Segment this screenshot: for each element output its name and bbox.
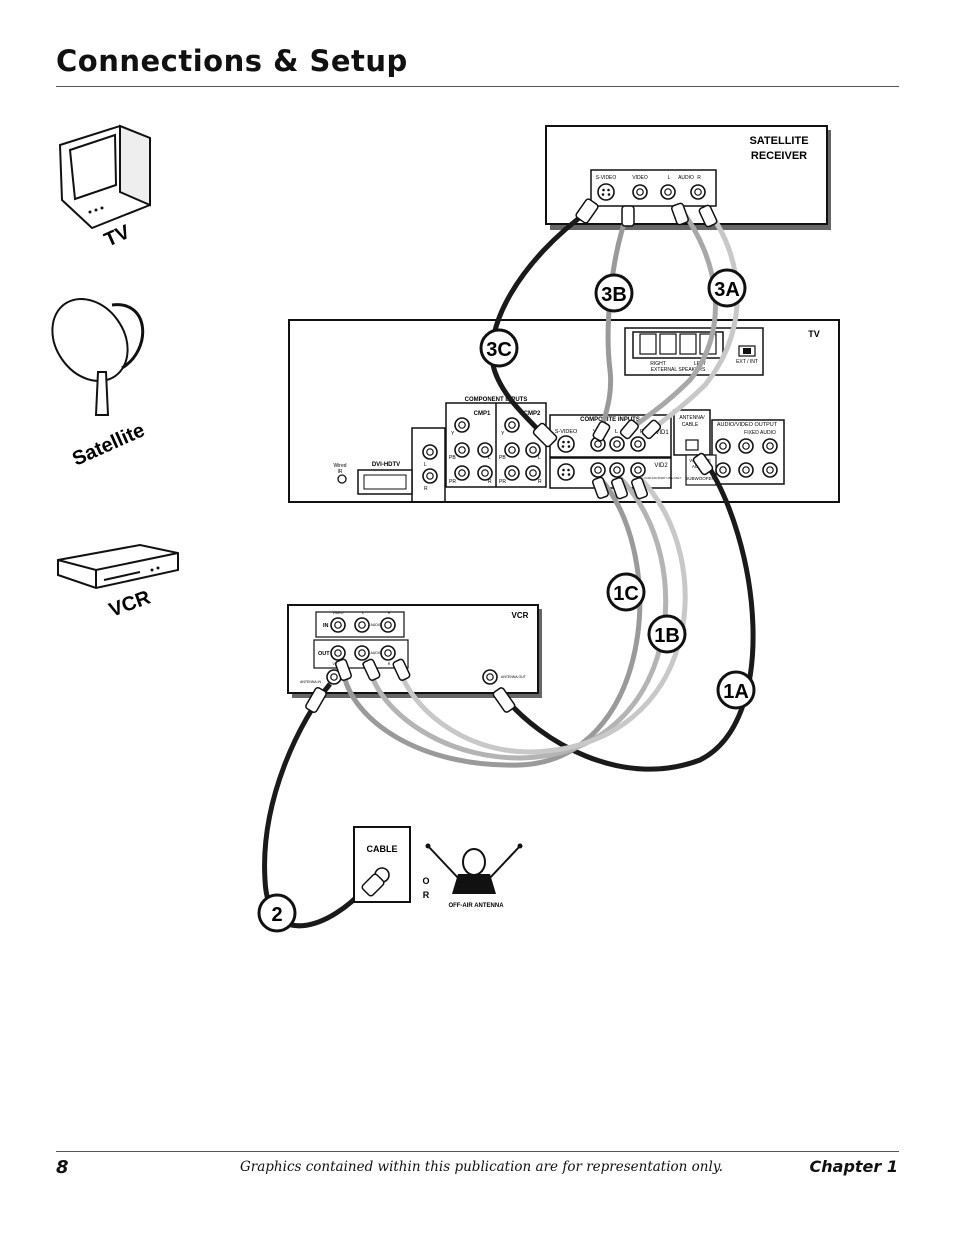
callout-3b-label: 3B xyxy=(601,284,627,306)
vcr-in-l-label: L xyxy=(362,611,364,615)
page-number: 8 xyxy=(56,1157,69,1178)
cable-3b-video xyxy=(598,211,631,433)
callout-2-badge xyxy=(257,893,297,933)
tv-dvi-l-label: L xyxy=(424,462,427,468)
tv-subwoofer-label: SUBWOOFER xyxy=(685,476,715,481)
satellite-dish-icon xyxy=(51,298,145,416)
sat-jack-svideo-label: S-VIDEO xyxy=(596,175,617,181)
vcr-out-audio-label: AUDIO xyxy=(370,651,381,655)
vcr-in-r-label: R xyxy=(388,611,391,615)
callout-1a-badge xyxy=(716,670,756,710)
satellite-receiver-name-2: RECEIVER xyxy=(751,150,807,162)
tv-back-panel xyxy=(288,319,840,503)
sat-jack-l-label: L xyxy=(668,175,671,181)
tv-antenna-cable-label-2: CABLE xyxy=(682,422,699,428)
callout-1c-badge xyxy=(606,572,646,612)
tv-cmp1-l-label: L xyxy=(488,455,491,461)
tv-icon xyxy=(58,124,151,230)
vcr-icon-label: VCR xyxy=(106,586,154,621)
sat-jack-video-label: VIDEO xyxy=(632,175,648,181)
cable-1c-video xyxy=(340,476,643,768)
tv-svideo-label: S-VIDEO xyxy=(555,429,578,435)
callout-3c-label: 3C xyxy=(486,339,512,361)
callout-1a-label: 1A xyxy=(723,681,749,703)
tv-cmp2-y-label: Y xyxy=(501,431,505,437)
tv-vid2-label: VID2 xyxy=(654,463,668,469)
tv-factory-use-label: FOR FACTORY USE ONLY xyxy=(645,476,682,480)
tv-cmp2-l-label: L xyxy=(538,455,541,461)
satellite-receiver-panel xyxy=(545,125,831,230)
cable-1a-rf xyxy=(503,456,756,772)
vcr-in-video-label: VIDEO xyxy=(333,611,344,615)
tv-icon-label: TV xyxy=(101,221,134,252)
tv-antenna-cable-label: ANTENNA/ xyxy=(679,415,705,421)
callout-1c-label: 1C xyxy=(613,583,639,605)
tv-cmp1-pr-label: PR xyxy=(449,479,456,485)
tv-external-speakers-label: EXTERNAL SPEAKERS xyxy=(651,367,706,373)
cable-1b-audio-right xyxy=(397,476,688,755)
tv-wired-ir-label: Wired xyxy=(333,463,346,469)
tv-cmp2-pb-label: PB xyxy=(499,455,506,461)
cable-label: CABLE xyxy=(367,844,398,854)
vcr-panel-name: VCR xyxy=(512,611,529,620)
tv-speaker-right-label: RIGHT xyxy=(650,361,666,367)
tv-ext-int-label: EXT / INT xyxy=(736,359,758,365)
title-rule xyxy=(56,86,899,87)
vcr-out-label: OUT xyxy=(318,651,330,657)
tv-av-output-label: AUDIO/VIDEO OUTPUT xyxy=(717,422,778,428)
callout-3a-label: 3A xyxy=(714,279,740,301)
cable-2-rf xyxy=(262,682,370,929)
tv-cmp1-r-label: R xyxy=(488,479,492,485)
tv-component-inputs-label: COMPONENT INPUTS xyxy=(465,397,528,403)
sat-jack-r-label: R xyxy=(697,175,701,181)
off-air-antenna-icon xyxy=(425,843,523,894)
tv-cmp1-label: CMP1 xyxy=(474,411,491,417)
tv-vid1-label: VID1 xyxy=(655,430,669,436)
page-title: Connections & Setup xyxy=(56,44,408,78)
callout-1b-label: 1B xyxy=(654,625,680,647)
tv-panel-name: TV xyxy=(808,329,820,339)
callout-3b-badge xyxy=(594,273,634,313)
tv-cmp2-pr-label: PR xyxy=(499,479,506,485)
cable-3a-audio-left xyxy=(626,206,718,434)
vcr-in-label: IN xyxy=(323,623,329,629)
vcr-in-audio-label: AUDIO xyxy=(370,623,381,627)
satellite-icon-label: Satellite xyxy=(69,419,148,470)
vcr-antenna-out-label: ANTENNA OUT xyxy=(501,675,527,679)
sat-jack-audio-label: AUDIO xyxy=(678,175,694,181)
tv-dvi-r-label: R xyxy=(424,486,428,492)
footer-rule xyxy=(56,1151,899,1152)
cable-connectors xyxy=(305,198,718,714)
vcr-back-panel xyxy=(287,604,542,698)
tv-wired-ir-label-2: IR xyxy=(338,469,343,475)
cable-3a-audio-right xyxy=(648,208,740,434)
vcr-antenna-in-label: ANTENNA IN xyxy=(300,680,321,684)
vcr-icon xyxy=(57,543,179,590)
callout-3c-badge xyxy=(479,328,519,368)
chapter-label: Chapter 1 xyxy=(809,1157,898,1176)
tv-composite-inputs-label: COMPOSITE INPUTS xyxy=(580,417,640,423)
tv-dvi-hdtv-label: DVI-HDTV xyxy=(372,462,400,468)
footer-note: Graphics contained within this publicati… xyxy=(240,1159,723,1175)
tv-cmp1-pb-label: PB xyxy=(449,455,456,461)
tv-cmp2-r-label: R xyxy=(538,479,542,485)
or-label: O xyxy=(422,876,429,886)
tv-cmp1-y-label: Y xyxy=(451,431,455,437)
tv-cmp2-label: CMP2 xyxy=(524,411,541,417)
callout-3a-badge xyxy=(707,268,747,308)
vcr-out-r-label: R xyxy=(388,662,391,666)
satellite-receiver-name: SATELLITE xyxy=(749,135,808,147)
callout-1b-badge xyxy=(647,614,687,654)
tv-fixed-audio-label: FIXED AUDIO xyxy=(744,430,776,436)
or-label-2: R xyxy=(423,890,430,900)
callout-2-label: 2 xyxy=(271,904,282,926)
cable-wall-plate xyxy=(353,826,411,903)
off-air-antenna-label: OFF-AIR ANTENNA xyxy=(448,903,504,909)
tv-l-label: L xyxy=(615,429,618,435)
